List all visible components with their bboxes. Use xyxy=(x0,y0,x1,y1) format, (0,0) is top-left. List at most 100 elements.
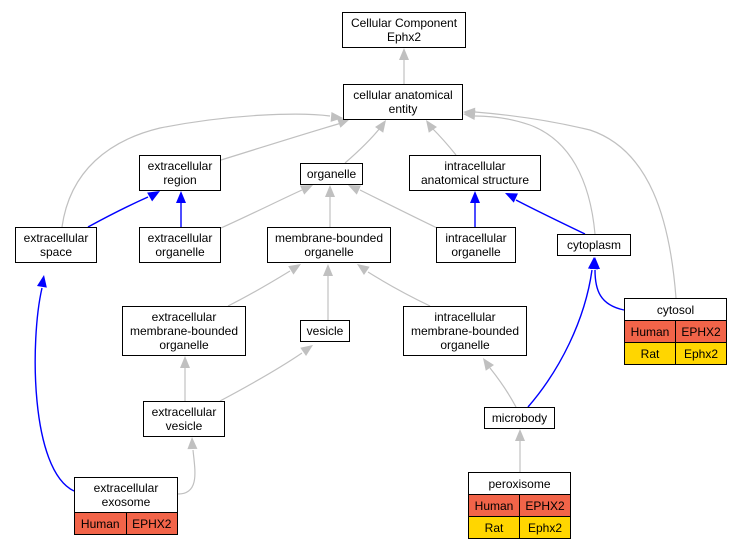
edge-is-a xyxy=(220,185,313,229)
edge-is-a xyxy=(325,185,335,227)
node-label: organelle xyxy=(440,338,490,352)
gene-cell: EPHX2 xyxy=(519,495,570,516)
species-cell: Rat xyxy=(469,517,519,538)
arrowhead-icon xyxy=(483,358,494,371)
node-cytoplasm[interactable]: cytoplasm xyxy=(557,234,631,256)
node-label: extracellular xyxy=(23,231,89,245)
edge-is-a xyxy=(180,356,190,401)
edge-part-of xyxy=(34,275,75,492)
edge-line xyxy=(431,127,457,156)
node-label: vesicle xyxy=(306,324,344,338)
node-membrane-bounded-organelle[interactable]: membrane-bounded organelle xyxy=(267,227,391,263)
node-label: organelle xyxy=(159,338,209,352)
gene-cell: Ephx2 xyxy=(675,343,726,364)
edge-line xyxy=(177,449,196,495)
node-label: organelle xyxy=(155,245,205,259)
node-label: extracellular xyxy=(151,405,217,419)
node-extracellular-vesicle[interactable]: extracellular vesicle xyxy=(143,401,225,437)
edge-line xyxy=(220,121,346,161)
node-label: extracellular xyxy=(151,310,217,324)
gene-cell: EPHX2 xyxy=(675,321,726,342)
species-cell: Human xyxy=(75,513,126,534)
arrowhead-icon xyxy=(426,120,437,133)
node-extracellular-exosome[interactable]: extracellular exosome Human EPHX2 xyxy=(74,477,178,535)
node-organelle[interactable]: organelle xyxy=(300,163,363,185)
edge-is-a xyxy=(426,120,457,156)
node-label: membrane-bounded xyxy=(274,231,384,245)
edge-line xyxy=(227,270,291,307)
edge-is-a xyxy=(399,48,409,84)
node-cytosol[interactable]: cytosol Human EPHX2 Rat Ephx2 xyxy=(624,298,727,365)
node-intracellular-anatomical-structure[interactable]: intracellular anatomical structure xyxy=(409,155,541,191)
arrowhead-icon xyxy=(505,193,518,203)
node-extracellular-membrane-bounded-organelle[interactable]: extracellular membrane-bounded organelle xyxy=(122,306,246,356)
edge-line xyxy=(34,287,75,492)
edge-is-a xyxy=(357,264,431,307)
node-label: Cellular Component xyxy=(350,16,458,30)
arrowhead-icon xyxy=(463,107,476,118)
edge-line xyxy=(344,127,381,164)
gene-cell: EPHX2 xyxy=(125,513,177,534)
node-title: cytosol xyxy=(625,299,726,320)
arrowhead-icon xyxy=(325,185,335,197)
edge-line xyxy=(474,111,677,299)
edge-part-of xyxy=(527,257,598,408)
annotation-row: Human EPHX2 xyxy=(469,494,570,516)
node-label: organelle xyxy=(451,245,501,259)
edge-is-a xyxy=(227,264,301,307)
node-label: exosome xyxy=(101,495,151,509)
node-title: peroxisome xyxy=(469,473,570,494)
edge-line xyxy=(489,367,517,408)
node-cellular-component[interactable]: Cellular Component Ephx2 xyxy=(342,12,466,48)
arrowhead-icon xyxy=(36,275,47,288)
edge-is-a xyxy=(515,429,525,472)
edge-part-of xyxy=(505,193,586,235)
arrowhead-icon xyxy=(180,356,190,368)
edge-is-a xyxy=(483,358,517,408)
annotation-row: Rat Ephx2 xyxy=(469,516,570,538)
node-vesicle[interactable]: vesicle xyxy=(300,320,350,342)
node-label: organelle xyxy=(304,245,354,259)
edge-line xyxy=(220,189,303,229)
edge-is-a xyxy=(348,185,438,229)
annotation-row: Human EPHX2 xyxy=(75,512,177,534)
node-label: cytoplasm xyxy=(566,238,622,252)
edge-line xyxy=(515,199,586,235)
node-label: organelle xyxy=(306,167,357,181)
node-label: intracellular xyxy=(444,159,506,173)
edge-part-of xyxy=(87,191,160,228)
edge-is-a xyxy=(220,118,350,161)
node-label: peroxisome xyxy=(488,476,551,491)
arrowhead-icon xyxy=(515,429,525,441)
node-microbody[interactable]: microbody xyxy=(484,407,555,429)
arrowhead-icon xyxy=(357,264,370,275)
node-label: anatomical structure xyxy=(420,173,530,187)
edge-part-of xyxy=(176,191,186,227)
edge-line xyxy=(474,115,596,235)
edge-is-a xyxy=(61,111,343,228)
node-cellular-anatomical-entity[interactable]: cellular anatomical entity xyxy=(343,84,463,120)
node-label: entity xyxy=(388,102,418,116)
arrowhead-icon xyxy=(187,437,198,450)
node-label: extracellular xyxy=(147,231,213,245)
arrowhead-icon xyxy=(176,191,186,203)
node-extracellular-space[interactable]: extracellular space xyxy=(15,227,97,263)
arrowhead-icon xyxy=(337,118,350,128)
edge-part-of xyxy=(470,191,480,227)
node-extracellular-region[interactable]: extracellular region xyxy=(139,155,221,191)
node-label: Ephx2 xyxy=(386,30,422,44)
edge-line xyxy=(594,269,625,311)
node-peroxisome[interactable]: peroxisome Human EPHX2 Rat Ephx2 xyxy=(468,472,571,539)
species-cell: Human xyxy=(469,495,519,516)
node-extracellular-organelle[interactable]: extracellular organelle xyxy=(139,227,221,263)
node-label: microbody xyxy=(491,411,548,425)
edge-part-of xyxy=(590,257,625,311)
edge-line xyxy=(61,113,331,228)
node-intracellular-organelle[interactable]: intracellular organelle xyxy=(436,227,516,263)
arrowhead-icon xyxy=(399,48,409,60)
node-intracellular-membrane-bounded-organelle[interactable]: intracellular membrane-bounded organelle xyxy=(403,306,527,356)
edge-is-a xyxy=(323,264,333,320)
annotation-row: Rat Ephx2 xyxy=(625,342,726,364)
